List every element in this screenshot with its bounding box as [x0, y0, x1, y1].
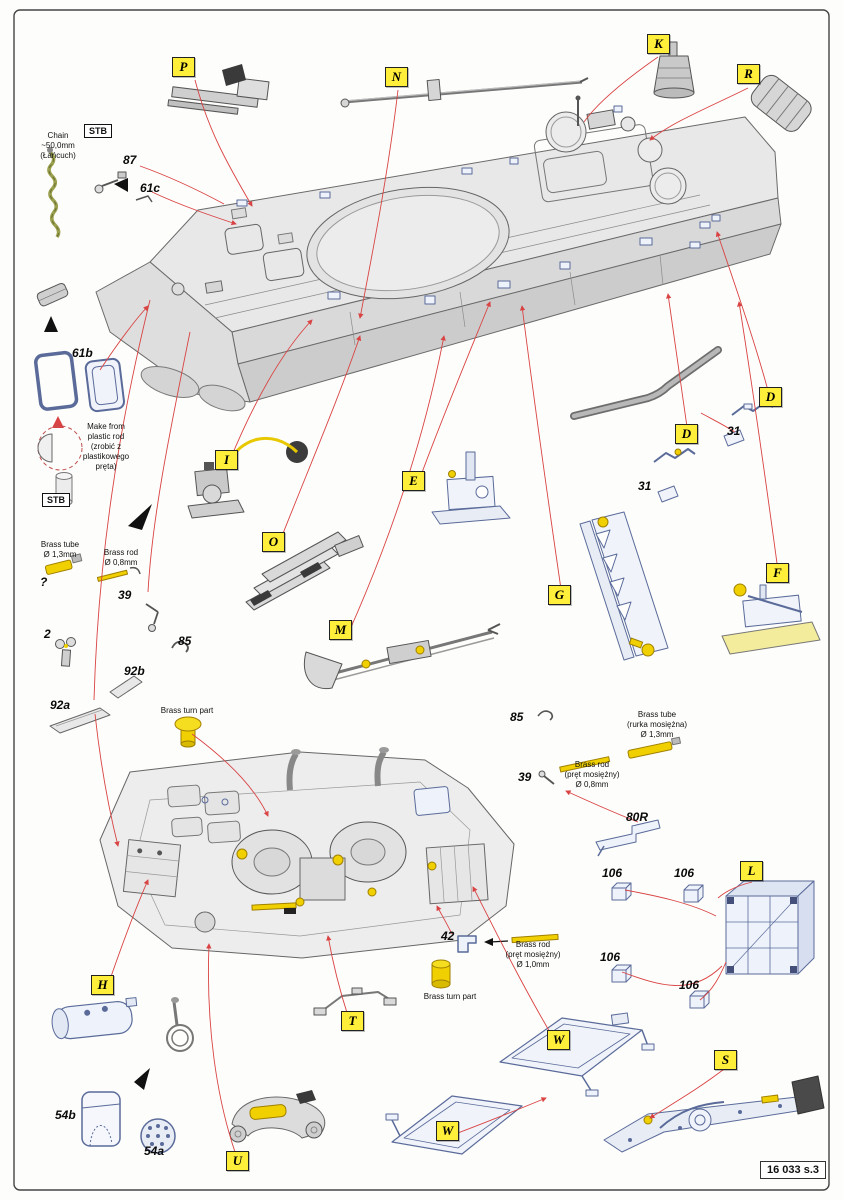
- part-label-D-1: D: [759, 387, 782, 407]
- lower-hull-drawing: [99, 747, 515, 959]
- part-number-42: 42: [441, 929, 455, 943]
- part-number-85-1: 85: [178, 634, 192, 648]
- stb-tag-upper: STB: [84, 124, 112, 138]
- part-number-39-1: 39: [118, 588, 132, 602]
- part-label-N: N: [385, 67, 408, 87]
- part-label-P: P: [172, 57, 195, 77]
- part-number-31-2: 31: [638, 479, 652, 493]
- part-number-106-3: 106: [600, 950, 621, 964]
- note-brass-rod-lower: Brass rod (pręt mosiężny) Ø 1,0mm: [505, 940, 561, 969]
- part-number-54b: 54b: [55, 1108, 76, 1122]
- note-brass-tube-left: Brass tube Ø 1,3mm: [40, 540, 80, 559]
- part-label-W-2: W: [436, 1121, 459, 1141]
- part-label-D-2: D: [675, 424, 698, 444]
- part-number-106-2: 106: [674, 866, 695, 880]
- part-label-E: E: [402, 471, 425, 491]
- part-label-W-1: W: [547, 1030, 570, 1050]
- part-number-61c: 61c: [140, 181, 161, 195]
- part-label-L: L: [740, 861, 763, 881]
- note-brass-turn-lower: Brass turn part: [423, 992, 477, 1001]
- part-number-92b: 92b: [124, 664, 145, 678]
- part-number-106-1: 106: [602, 866, 623, 880]
- part-sketches: [34, 41, 825, 1155]
- sheet-code-box: 16 033 s.3: [760, 1161, 826, 1179]
- part-label-U: U: [226, 1151, 249, 1171]
- part-number-80R: 80R: [626, 810, 649, 824]
- upper-hull-drawing: [95, 111, 782, 412]
- part-label-K: K: [647, 34, 670, 54]
- part-label-M: M: [329, 620, 352, 640]
- part-label-F: F: [766, 563, 789, 583]
- part-number-2: 2: [44, 627, 51, 641]
- part-label-G: G: [548, 585, 571, 605]
- note-make-from-rod: Make from plastic rod (zrobić z plastiko…: [82, 422, 130, 471]
- stb-tag-lower: STB: [42, 493, 70, 507]
- part-number-54a: 54a: [144, 1144, 165, 1158]
- part-number-39-2: 39: [518, 770, 532, 784]
- note-brass-rod-left: Brass rod Ø 0,8mm: [103, 548, 139, 567]
- red-connector-lines: [93, 56, 780, 1167]
- part-number-q: ?: [40, 575, 48, 589]
- part-label-T: T: [341, 1011, 364, 1031]
- part-number-106-4: 106: [679, 978, 700, 992]
- note-brass-tube-right: Brass tube (rurka mosiężna) Ø 1,3mm: [626, 710, 687, 739]
- part-number-92a: 92a: [50, 698, 71, 712]
- part-label-R: R: [737, 64, 760, 84]
- part-number-87: 87: [123, 153, 137, 167]
- page-border: [13, 9, 830, 1191]
- pointer-arrows: [44, 178, 152, 1090]
- part-label-H: H: [91, 975, 114, 995]
- note-chain-length: Chain ~50,0mm (Łańcuch): [40, 131, 76, 160]
- crank-handle-sketch: [570, 346, 722, 420]
- part-number-31-1: 31: [727, 424, 741, 438]
- part-number-85-2: 85: [510, 710, 524, 724]
- note-brass-turn-upper: Brass turn part: [160, 706, 214, 715]
- part-label-I: I: [215, 450, 238, 470]
- note-brass-rod-right: Brass rod (pręt mosiężny) Ø 0,8mm: [564, 760, 620, 789]
- part-label-S: S: [714, 1050, 737, 1070]
- part-label-O: O: [262, 532, 285, 552]
- part-number-61b: 61b: [72, 346, 93, 360]
